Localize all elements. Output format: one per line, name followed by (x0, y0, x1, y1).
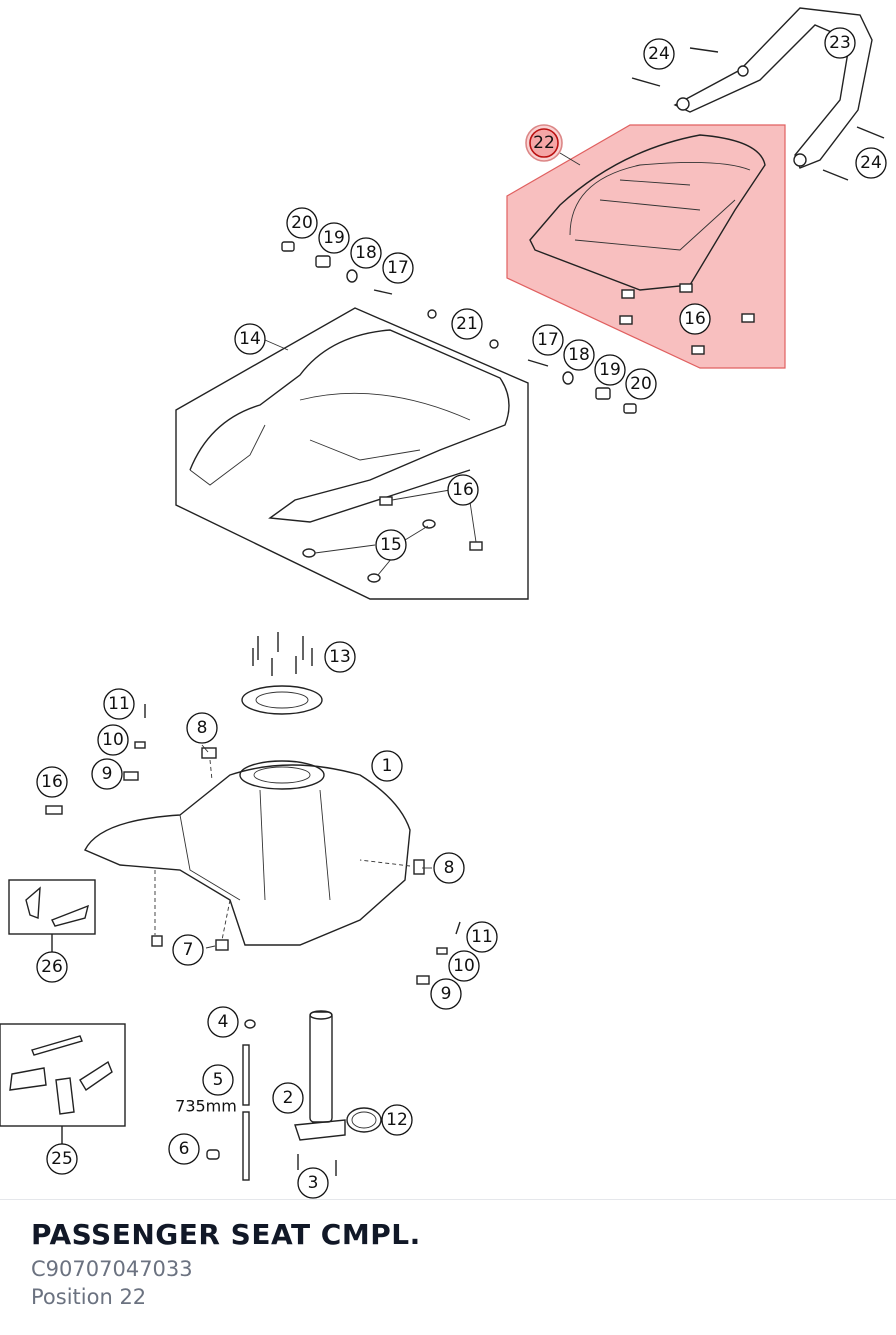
callout-5[interactable]: 5 (202, 1064, 234, 1096)
callout-17-right[interactable]: 17 (532, 324, 564, 356)
callout-20-right[interactable]: 20 (625, 368, 657, 400)
callout-label: 11 (108, 694, 130, 714)
callout-label: 24 (648, 44, 670, 64)
kit-box-25[interactable] (0, 1023, 126, 1145)
part-info-panel: PASSENGER SEAT CMPL. C90707047033 Positi… (31, 1215, 421, 1311)
rider-seat-group[interactable] (175, 307, 529, 600)
callout-18-right[interactable]: 18 (563, 339, 595, 371)
callout-6[interactable]: 6 (168, 1133, 200, 1165)
callout-24-top[interactable]: 24 (643, 38, 675, 70)
callout-15[interactable]: 15 (375, 529, 407, 561)
callout-4[interactable]: 4 (207, 1006, 239, 1038)
callout-label: 5 (213, 1070, 224, 1090)
callout-26[interactable]: 26 (36, 951, 68, 983)
callout-label: 13 (329, 647, 351, 667)
callout-label: 15 (380, 535, 402, 555)
callout-label: 18 (568, 345, 590, 365)
callout-label: 4 (218, 1012, 229, 1032)
callout-label: 19 (323, 228, 345, 248)
callout-10-left[interactable]: 10 (97, 724, 129, 756)
fuel-tank-group[interactable] (45, 632, 461, 985)
callout-label: 23 (829, 33, 851, 53)
callout-label: 10 (102, 730, 124, 750)
callout-21[interactable]: 21 (451, 308, 483, 340)
passenger-seat-group[interactable] (506, 124, 786, 369)
bolt-set (252, 632, 313, 676)
callout-label: 22 (533, 133, 555, 153)
callout-8-right[interactable]: 8 (433, 852, 465, 884)
callout-1[interactable]: 1 (371, 750, 403, 782)
part-title: PASSENGER SEAT CMPL. (31, 1218, 421, 1251)
callout-11-left[interactable]: 11 (103, 688, 135, 720)
callout-24-right[interactable]: 24 (855, 147, 887, 179)
callout-19-right[interactable]: 19 (594, 354, 626, 386)
callout-7[interactable]: 7 (172, 934, 204, 966)
callout-label: 26 (41, 957, 63, 977)
callout-label: 24 (860, 153, 882, 173)
callout-22[interactable]: 22 (525, 124, 563, 162)
part-number: C90707047033 (31, 1257, 193, 1281)
callout-13[interactable]: 13 (324, 641, 356, 673)
callout-16-passenger[interactable]: 16 (679, 303, 711, 335)
callout-label: 20 (291, 213, 313, 233)
callout-label: 17 (387, 258, 409, 278)
callout-label: 3 (308, 1173, 319, 1193)
callout-9-left[interactable]: 9 (91, 758, 123, 790)
callout-label: 17 (537, 330, 559, 350)
callout-18-left[interactable]: 18 (350, 237, 382, 269)
callout-16-rider[interactable]: 16 (447, 474, 479, 506)
callout-label: 19 (599, 360, 621, 380)
callout-label: 6 (179, 1139, 190, 1159)
callout-label: 16 (684, 309, 706, 329)
callout-label: 9 (441, 984, 452, 1004)
callout-8-left[interactable]: 8 (186, 712, 218, 744)
callout-14[interactable]: 14 (234, 323, 266, 355)
callout-label: 18 (355, 243, 377, 263)
callout-label: 20 (630, 374, 652, 394)
callout-label: 1 (382, 756, 393, 776)
exploded-parts-diagram: 22 23 24 24 16 20 19 18 17 21 14 17 18 1… (0, 7, 887, 1199)
callout-20-left[interactable]: 20 (286, 207, 318, 239)
callout-label: 16 (41, 772, 63, 792)
callout-label: 7 (183, 940, 194, 960)
callout-label: 10 (453, 956, 475, 976)
callout-17-left[interactable]: 17 (382, 252, 414, 284)
leader-lines (201, 152, 581, 949)
part-position: Position 22 (31, 1285, 147, 1309)
fuel-pump-group[interactable] (206, 1010, 382, 1181)
callout-10-right[interactable]: 10 (448, 950, 480, 982)
kit-box-26[interactable] (8, 879, 96, 952)
callout-label: 11 (471, 927, 493, 947)
callout-label: 21 (456, 314, 478, 334)
rider-seat-fasteners (281, 241, 637, 414)
callout-25[interactable]: 25 (46, 1143, 78, 1175)
callout-12[interactable]: 12 (381, 1104, 413, 1136)
callout-label: 14 (239, 329, 261, 349)
callout-3[interactable]: 3 (297, 1167, 329, 1199)
callout-2[interactable]: 2 (272, 1082, 304, 1114)
callout-label: 25 (51, 1149, 73, 1169)
callout-19-left[interactable]: 19 (318, 222, 350, 254)
callout-23[interactable]: 23 (824, 27, 856, 59)
callout-label: 9 (102, 764, 113, 784)
callout-11-right[interactable]: 11 (466, 921, 498, 953)
callout-16-tank[interactable]: 16 (36, 766, 68, 798)
callout-label: 8 (444, 858, 455, 878)
divider (0, 1199, 896, 1200)
callout-label: 2 (283, 1088, 294, 1108)
callout-9-right[interactable]: 9 (430, 978, 462, 1010)
grab-handle[interactable] (631, 7, 885, 181)
callout-label: 8 (197, 718, 208, 738)
callout-label: 12 (386, 1110, 408, 1130)
callout-label: 16 (452, 480, 474, 500)
hose-length-label: 735mm (175, 1097, 237, 1116)
